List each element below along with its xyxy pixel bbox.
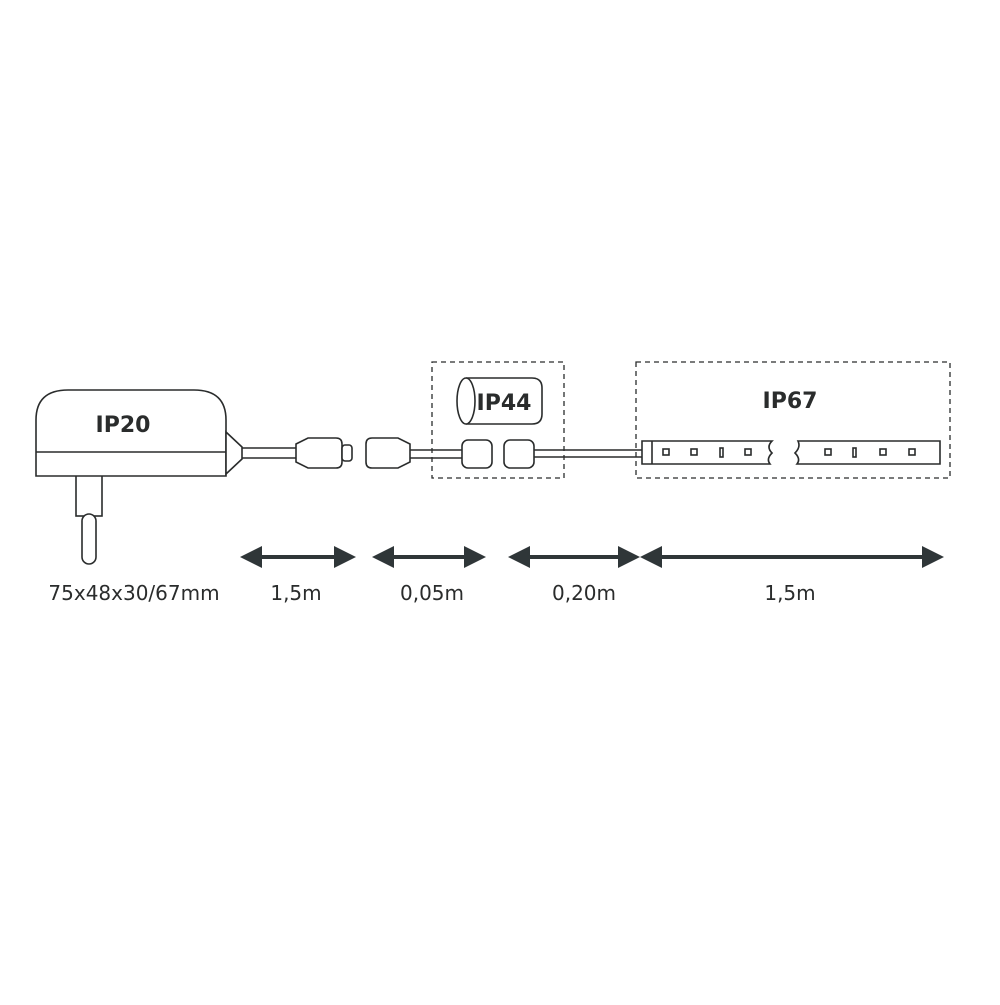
strip-ip-rating: IP67 [763, 389, 818, 414]
led-strip-segment-right [793, 440, 941, 465]
dimension-arrow-strip [640, 546, 944, 568]
lead-cable [534, 449, 644, 458]
strip-connector-pair [461, 439, 535, 469]
led-chips [662, 447, 916, 458]
plug-pins-icon [75, 469, 103, 565]
female-socket-connector [365, 437, 411, 469]
adapter-strain-relief [225, 430, 243, 476]
connector-ip-rating: IP44 [477, 391, 532, 416]
adapter-cable [242, 447, 296, 459]
adapter-cable-length-label: 1,5m [270, 581, 321, 605]
dimension-arrow-connector [372, 546, 486, 568]
ip44-label-badge: IP44 [456, 377, 543, 425]
adapter-body [35, 389, 227, 477]
ip44-zone [431, 361, 565, 479]
lead-cable-length-label: 0,20m [552, 581, 616, 605]
dimension-arrow-adapter-cable [240, 546, 356, 568]
dimension-arrow-lead-cable [508, 546, 640, 568]
power-adapter: IP20 [35, 389, 243, 565]
led-strip-segment-left [641, 440, 774, 465]
led-strip [641, 440, 941, 465]
adapter-size-label: 75x48x30/67mm [48, 581, 219, 605]
male-plug-connector [295, 437, 353, 469]
adapter-ip-rating: IP20 [96, 413, 151, 438]
socket-cable [410, 449, 462, 459]
strip-length-label: 1,5m [764, 581, 815, 605]
ip67-zone [635, 361, 951, 479]
connector-length-label: 0,05m [400, 581, 464, 605]
